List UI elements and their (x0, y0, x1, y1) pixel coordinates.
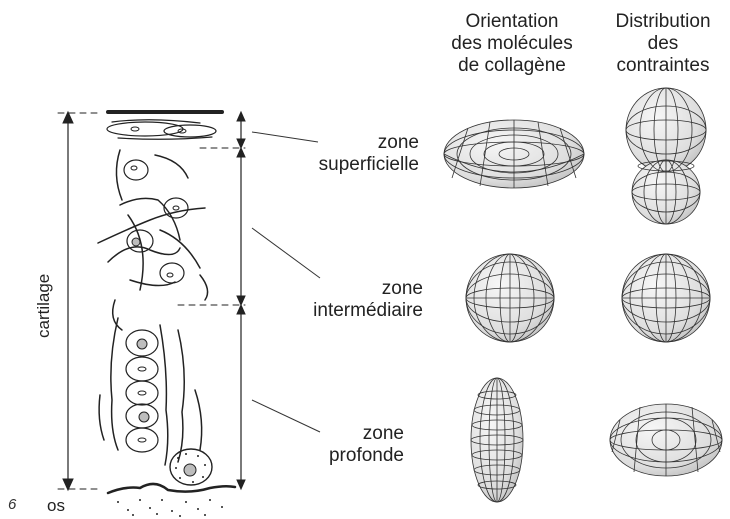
distribution-header-line3: contraintes (596, 55, 730, 77)
orientation-header-line2: des molécules (432, 33, 592, 55)
zone-label-superficial: zone superficielle (284, 132, 419, 176)
bone-dots (117, 499, 223, 517)
bone-label: os (47, 495, 65, 517)
figure-number: 6 (8, 496, 16, 513)
orientation-superficial-ellipsoid (444, 120, 584, 188)
zone-label-superficial-line1: zone (284, 132, 419, 154)
orientation-deep-ellipsoid (471, 378, 523, 502)
orientation-intermediate-sphere (466, 254, 554, 342)
zone-label-intermediate: zone intermédiaire (278, 278, 423, 322)
zone-label-deep-line2: profonde (284, 445, 404, 467)
distribution-deep-oblate (610, 404, 722, 476)
cartilage-label: cartilage (34, 274, 54, 338)
round-cell (164, 198, 188, 218)
tidemark (108, 484, 235, 493)
cartilage-column (58, 112, 245, 517)
distribution-header-line2: des (596, 33, 730, 55)
column-cell (126, 357, 158, 381)
cartilage-dimension (63, 112, 73, 490)
distribution-header: Distribution des contraintes (596, 11, 730, 77)
distribution-header-line1: Distribution (596, 11, 730, 33)
zone-label-intermediate-line2: intermédiaire (278, 300, 423, 322)
distribution-superficial-peanut (626, 88, 706, 224)
orientation-header-line1: Orientation (432, 11, 592, 33)
zone-label-superficial-line2: superficielle (284, 154, 419, 176)
zone-label-intermediate-line1: zone (278, 278, 423, 300)
flat-cell (107, 122, 183, 136)
zone-label-deep-line1: zone (284, 423, 404, 445)
column-cell (126, 381, 158, 405)
orientation-header-line3: de collagène (432, 55, 592, 77)
flat-cell (164, 125, 216, 137)
orientation-header: Orientation des molécules de collagène (432, 11, 592, 77)
zone-dimensions (237, 112, 245, 489)
column-cell (126, 428, 158, 452)
distribution-intermediate-sphere (622, 254, 710, 342)
zone-label-deep: zone profonde (284, 423, 404, 467)
